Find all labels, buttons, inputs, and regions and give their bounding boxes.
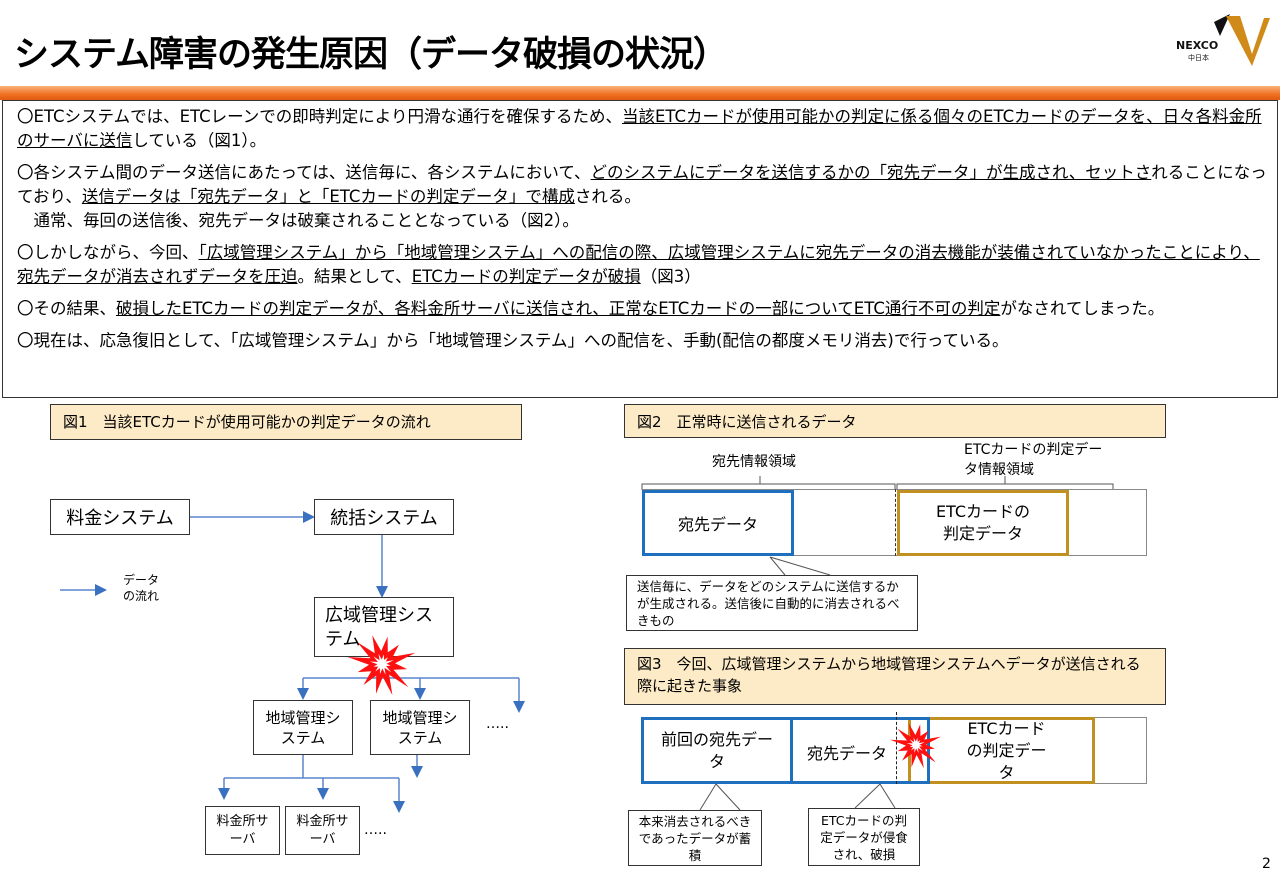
toll-system-box: 料金システム	[50, 499, 190, 535]
text: 〇しかしながら、今回、	[17, 243, 199, 262]
text: 〇各システム間のデータ送信にあたっては、送信毎に、各システムにおいて、	[17, 163, 591, 182]
fig1-label: 図1 当該ETCカードが使用可能かの判定データの流れ	[50, 404, 522, 440]
text: 〇ETCシステムでは、ETCレーンでの即時判定により円滑な通行を確保するため、	[17, 107, 622, 126]
page-title: システム障害の発生原因（データ破損の状況）	[14, 35, 728, 75]
explanation-paragraph: 〇各システム間のデータ送信にあたっては、送信毎に、各システムにおいて、どのシステ…	[17, 161, 1269, 209]
text: れることになっており、	[17, 163, 1267, 206]
wide-area-system-box: 広域管理システム	[314, 597, 454, 657]
underlined-text: 当該ETCカードが使用可能かの判定に係る個々のETCカードのデータを、日々各料金…	[17, 107, 1262, 150]
page-number: 2	[1262, 856, 1271, 872]
title-underline-bar	[0, 86, 1280, 100]
text: している（図1）。	[132, 131, 267, 150]
previous-address-data-block: 前回の宛先データ	[641, 717, 793, 784]
etc-data-block: ETCカードの判定データ	[897, 490, 1069, 556]
accumulated-data-callout: 本来消去されるべきであったデータが蓄積	[628, 810, 762, 866]
text: がなされてしまった。	[1000, 299, 1165, 318]
central-system-box: 統括システム	[314, 499, 454, 535]
text: 。結果として、	[297, 267, 412, 286]
underlined-text: 送信データは「宛先データ」と「ETCカードの判定データ」で構成	[81, 187, 575, 206]
explanation-paragraph: 〇しかしながら、今回、「広域管理システム」から「地域管理システム」への配信の際、…	[17, 241, 1269, 289]
address-region-label: 宛先情報領域	[712, 454, 796, 470]
explanation-paragraph: 〇ETCシステムでは、ETCレーンでの即時判定により円滑な通行を確保するため、当…	[17, 105, 1269, 153]
underlined-text: どのシステムにデータを送信するかの「宛先データ」が生成され、セットさ	[590, 163, 1152, 182]
fig2-label: 図2 正常時に送信されるデータ	[624, 404, 1166, 438]
explanation-paragraph: 〇その結果、破損したETCカードの判定データが、各料金所サーバに送信され、正常な…	[17, 297, 1269, 321]
text: される。	[574, 187, 641, 206]
etc-data-block: ETCカードの判定データ	[908, 717, 1095, 784]
svg-text:NEXCO: NEXCO	[1176, 39, 1218, 52]
region-divider	[895, 489, 896, 556]
underlined-text: 破損したETCカードの判定データが、各料金所サーバに送信され、正常なETCカード…	[116, 299, 1001, 318]
etc-region-label: ETCカードの判定データ情報領域	[964, 442, 1103, 478]
text: （図3）	[640, 267, 701, 286]
address-data-callout: 送信毎に、データをどのシステムに送信するかが生成される。送信後に自動的に消去され…	[626, 575, 918, 631]
explanation-paragraph: 通常、毎回の送信後、宛先データは破棄されることとなっている（図2）。	[17, 209, 1269, 233]
ellipsis: …..	[486, 716, 509, 732]
text: 〇その結果、	[17, 299, 116, 318]
svg-text:中日本: 中日本	[1188, 53, 1209, 62]
explanation-paragraph: 〇現在は、応急復旧として、「広域管理システム」から「地域管理システム」への配信を…	[17, 329, 1269, 353]
toll-server-box: 料金所サーバ	[285, 806, 360, 855]
explanation-text-box: 〇ETCシステムでは、ETCレーンでの即時判定により円滑な通行を確保するため、当…	[2, 100, 1278, 398]
regional-system-box: 地域管理システム	[370, 700, 470, 755]
regional-system-box: 地域管理システム	[253, 700, 353, 755]
text: 通常、毎回の送信後、宛先データは破棄されることとなっている（図2）。	[17, 211, 579, 230]
legend-label: データの流れ	[123, 573, 160, 603]
overflow-boundary	[896, 712, 897, 784]
ellipsis: …..	[364, 822, 387, 838]
underlined-text: ETCカードの判定データが破損	[411, 267, 641, 286]
address-data-block: 宛先データ	[642, 490, 794, 556]
corruption-callout: ETCカードの判定データが侵食され、破損	[808, 808, 920, 866]
toll-server-box: 料金所サーバ	[205, 806, 280, 855]
fig3-label: 図3 今回、広域管理システムから地域管理システムへデータが送信される際に起きた事…	[624, 648, 1166, 705]
text: 〇現在は、応急復旧として、「広域管理システム」から「地域管理システム」への配信を…	[17, 331, 1009, 350]
address-data-block: 宛先データ	[790, 717, 930, 784]
underlined-text: 「広域管理システム」から「地域管理システム」への配信の際、広域管理システムに宛先…	[17, 243, 1260, 286]
nexco-logo: NEXCO 中日本	[1172, 12, 1272, 68]
